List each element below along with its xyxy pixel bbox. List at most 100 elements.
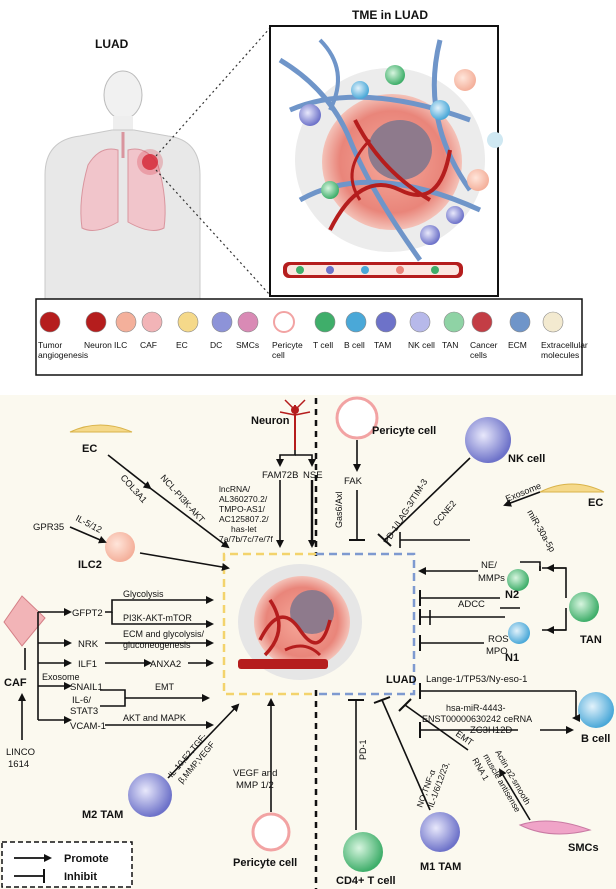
legend-label-13: Cancer: [470, 340, 498, 350]
pericyte-top-label: Pericyte cell: [372, 425, 436, 437]
ecm-gly-line1: ECM and glycolysis/: [123, 629, 205, 639]
ilf1-label: ILF1: [78, 659, 97, 670]
legend-label-14: ECM: [508, 340, 527, 350]
legend-icon-12: [443, 311, 465, 333]
legend-icon-15: [542, 311, 564, 333]
lange-label: Lange-1/TP53/Ny-eso-1: [426, 674, 527, 685]
legend-label-9: B cell: [344, 340, 365, 350]
vegf-line1: VEGF and: [233, 768, 277, 779]
cell-legend-box: [35, 298, 583, 376]
il6-line2: STAT3: [70, 706, 98, 717]
glycolysis-label: Glycolysis: [123, 589, 164, 599]
hsa-mir-line2: ENST00000630242 ceRNA: [422, 714, 532, 724]
m1-tam-label: M1 TAM: [420, 861, 461, 873]
legend-icon-1: [85, 311, 107, 333]
legend-icon-7: [273, 311, 295, 333]
gpr35-label: GPR35: [33, 522, 64, 533]
legend-icon-2: [115, 311, 137, 333]
pericyte-top-icon: [335, 396, 379, 440]
ilc2-icon: [105, 532, 135, 562]
nse-label: NSE: [303, 470, 323, 481]
legend-label-10: TAM: [374, 340, 391, 350]
n1-label: N1: [505, 652, 519, 664]
legend-icon-11: [409, 311, 431, 333]
legend-label-1: Neuron: [84, 340, 112, 350]
legend-icon-9: [345, 311, 367, 333]
nk-icon: [465, 417, 511, 463]
pd1-label: PD-1: [358, 739, 368, 760]
b-cell-label: B cell: [581, 733, 610, 745]
tan-icon: [569, 592, 599, 622]
legend-icon-10: [375, 311, 397, 333]
ecm-gly-line2: gluconeogenesis: [123, 640, 191, 650]
legend-label-4: EC: [176, 340, 188, 350]
pericyte-bottom-icon: [251, 812, 291, 852]
vcam1-label: VCAM-1: [70, 721, 106, 732]
legend-icon-6: [237, 311, 259, 333]
cd4-label: CD4+ T cell: [336, 875, 396, 887]
cd4-icon: [343, 832, 383, 872]
legend-label-15: Extracellular: [541, 340, 588, 350]
luad-box-right: [316, 552, 416, 696]
human-body-illustration: [44, 70, 201, 301]
legend-label-7: Pericyte: [272, 340, 303, 350]
legend-icon-14: [509, 311, 531, 333]
smcs-icon: [518, 820, 592, 835]
promote-label: Promote: [64, 853, 109, 865]
legend-label-13-b: cells: [470, 350, 487, 360]
tme-title: TME in LUAD: [352, 8, 428, 22]
legend-label-5: DC: [210, 340, 222, 350]
legend-label-0: Tumor: [38, 340, 62, 350]
legend-label-6: SMCs: [236, 340, 259, 350]
caf-icon: [3, 595, 46, 647]
tme-illustration: [278, 38, 503, 278]
ilc2-label: ILC2: [78, 559, 102, 571]
legend-icon-8: [314, 311, 336, 333]
arrow-key: Promote Inhibit: [1, 841, 133, 888]
m1-tam-icon: [420, 812, 460, 852]
lncrna-line3: TMPO-AS1/: [219, 504, 265, 514]
pi3k-mtor-label: PI3K-AKT-mTOR: [123, 613, 192, 623]
nrk-label: NRK: [78, 639, 99, 650]
central-tumor: [238, 564, 362, 680]
legend-label-12: TAN: [442, 340, 458, 350]
mmps-label: MMPs: [478, 573, 505, 584]
legend-label-15-b: molecules: [541, 350, 579, 360]
lncrna-line2: AL360270.2/: [219, 494, 268, 504]
linc-line1: LINCO: [6, 747, 35, 758]
legend-icon-5: [211, 311, 233, 333]
pericyte-bottom-label: Pericyte cell: [233, 857, 297, 869]
adcc-label: ADCC: [458, 599, 485, 610]
ec-left-label: EC: [82, 443, 97, 455]
tan-label: TAN: [580, 634, 602, 646]
legend-label-3: CAF: [140, 340, 157, 350]
neuron-label: Neuron: [251, 415, 290, 427]
gfpt2-label: GFPT2: [72, 608, 103, 619]
gas6-label: Gas6/Axl: [334, 491, 344, 528]
n2-icon: [507, 569, 529, 591]
fam72b-label: FAM72B: [262, 470, 298, 481]
legend-label-2: ILC: [114, 340, 127, 350]
neuron-cell: [279, 399, 311, 450]
nk-label: NK cell: [508, 453, 545, 465]
akt-mapk-label: AKT and MAPK: [123, 713, 186, 723]
ec-right-label: EC: [588, 497, 603, 509]
legend-icon-3: [141, 311, 163, 333]
b-cell-icon: [578, 692, 614, 728]
n1-icon: [508, 622, 530, 644]
linc-line2: 1614: [8, 759, 29, 770]
inhibit-label: Inhibit: [64, 871, 97, 883]
legend-icon-0: [39, 311, 61, 333]
lncrna-line5: has-let: [231, 524, 257, 534]
legend-label-11: NK cell: [408, 340, 435, 350]
hsa-mir-line1: hsa-miR-4443-: [446, 703, 506, 713]
ec-right-icon: [539, 483, 605, 493]
ros-label: ROS: [488, 634, 509, 645]
ne-label: NE/: [481, 560, 497, 571]
emt-left-label: EMT: [155, 682, 175, 692]
m2-tam-icon: [128, 773, 172, 817]
lncrna-line1: lncRNA/: [219, 484, 251, 494]
anxa2-label: ANXA2: [150, 659, 181, 670]
